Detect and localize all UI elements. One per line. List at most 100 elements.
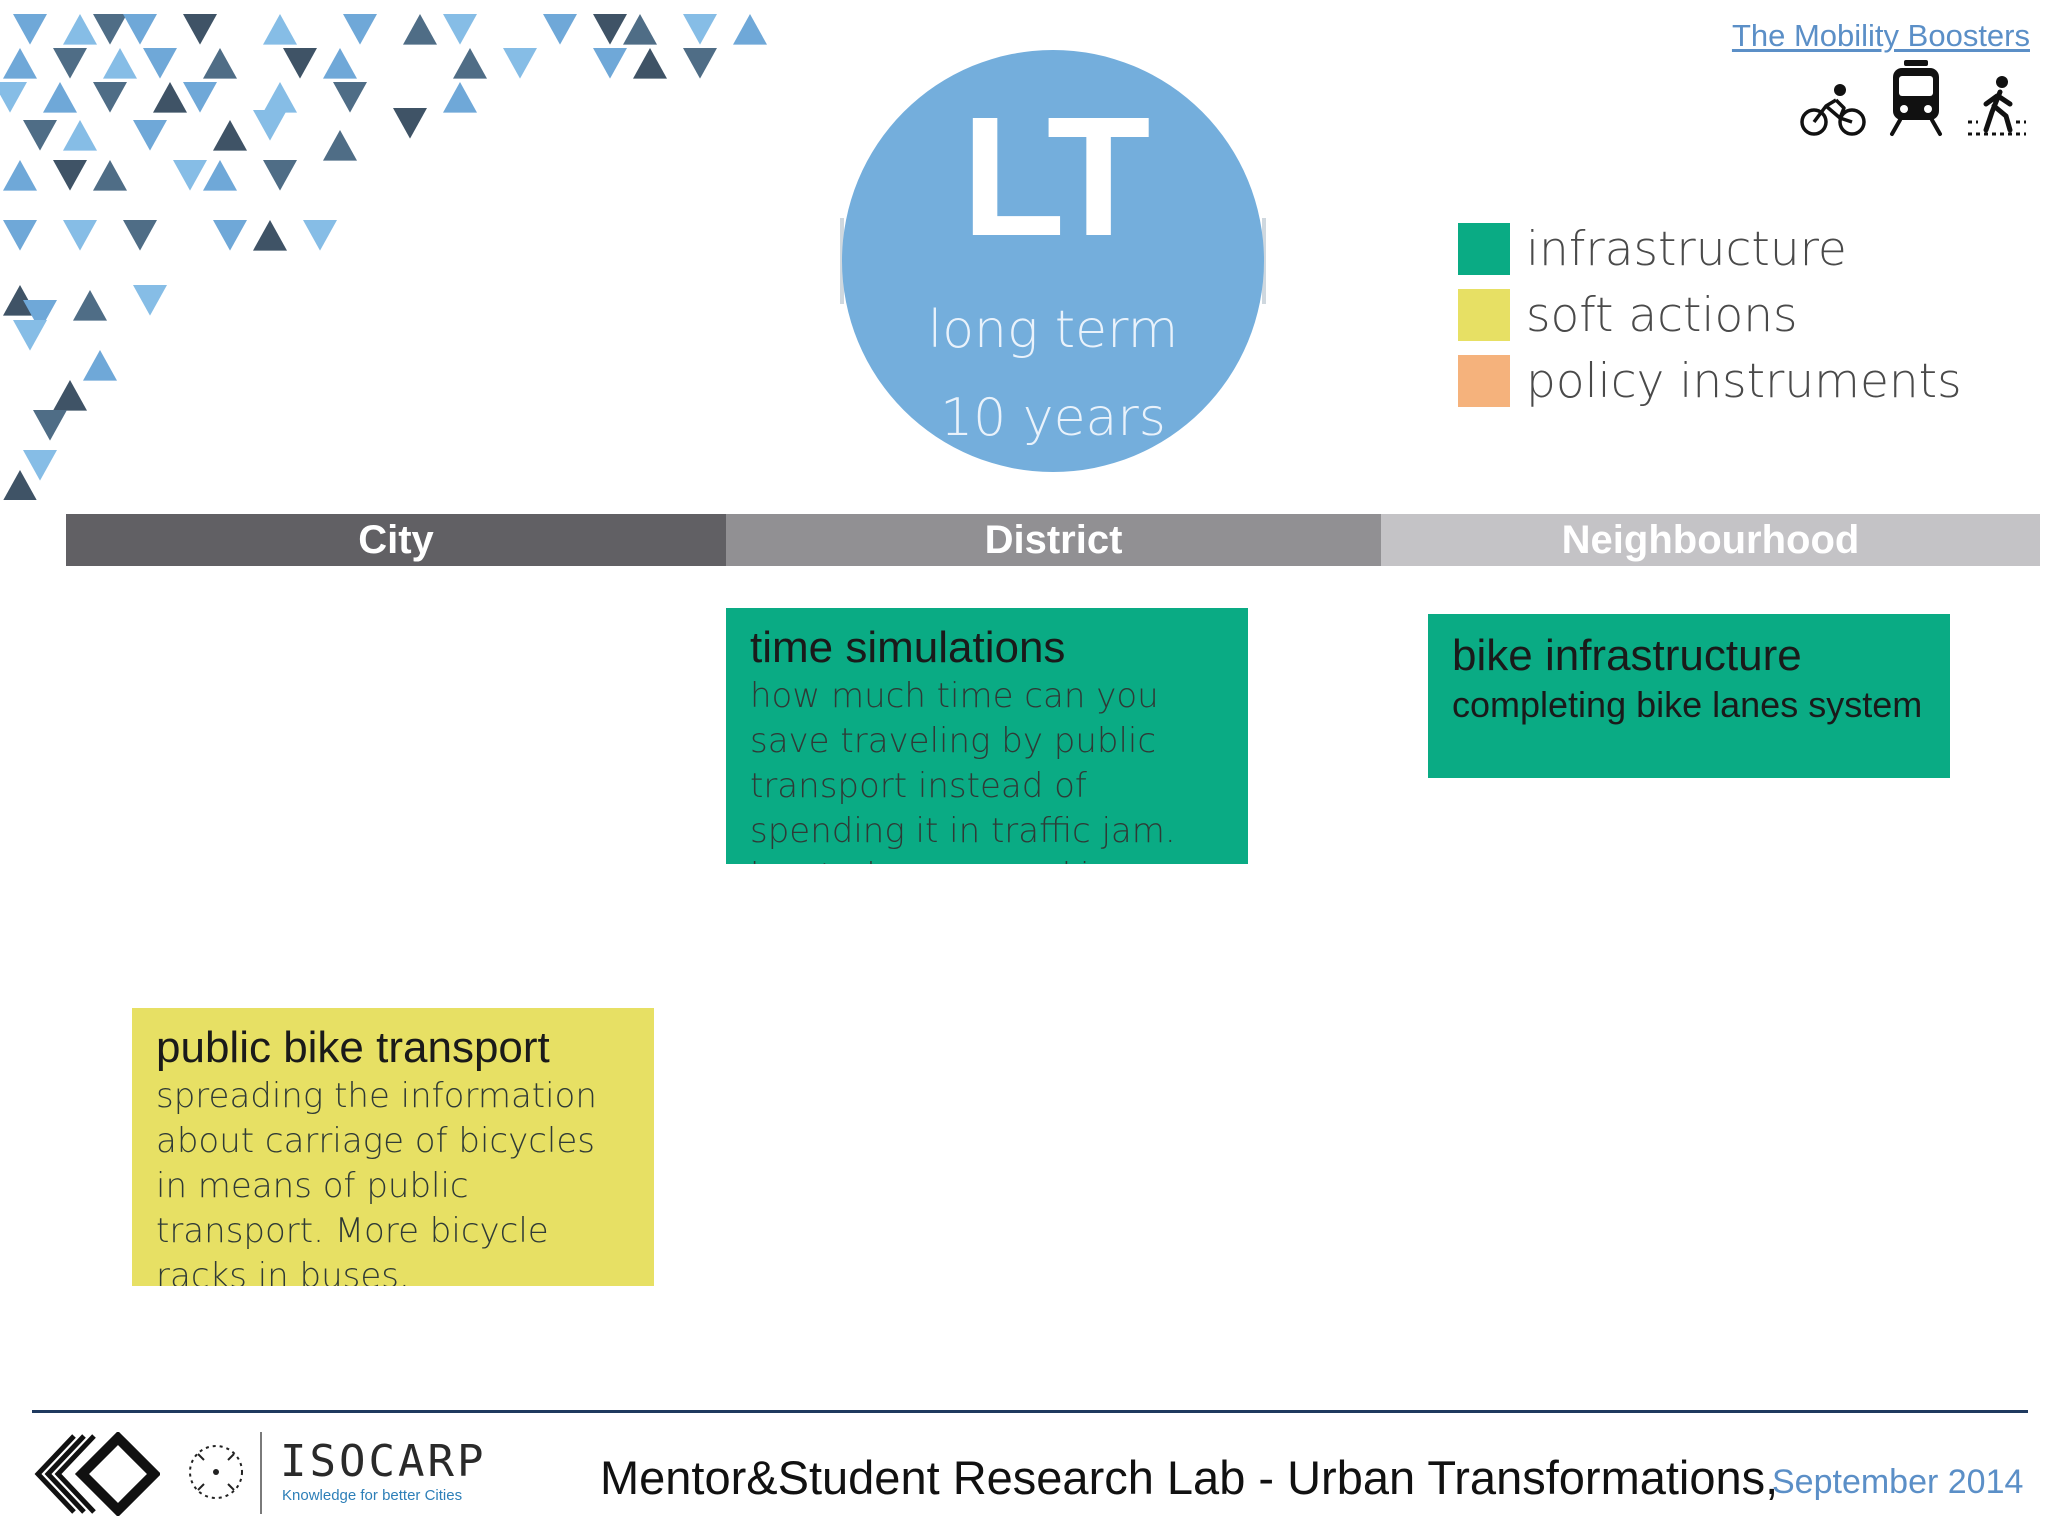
mosaic-triangle-10 <box>593 14 627 45</box>
mosaic-triangle-23 <box>593 48 627 79</box>
mosaic-triangle-34 <box>393 108 427 139</box>
mosaic-triangle-4 <box>183 14 217 45</box>
mosaic-triangle-57 <box>13 320 47 351</box>
footer-date: September 2014 <box>1772 1463 2024 1501</box>
footer-caption: Mentor&Student Research Lab - Urban Tran… <box>600 1451 1779 1504</box>
mosaic-triangle-17 <box>143 48 177 79</box>
mosaic-triangle-56 <box>133 285 167 316</box>
mosaic-triangle-47 <box>3 220 37 251</box>
scale-city: City <box>66 514 726 566</box>
legend-swatch-soft-actions <box>1458 289 1510 341</box>
card-public-bike-transport: public bike transport spreading the info… <box>132 1008 654 1286</box>
mosaic-triangle-58 <box>83 350 117 381</box>
mosaic-triangle-59 <box>53 380 87 411</box>
mosaic-triangle-8 <box>443 14 477 45</box>
mosaic-triangle-35 <box>23 120 57 151</box>
mosaic-triangle-21 <box>453 48 487 79</box>
mosaic-triangle-15 <box>53 48 87 79</box>
card-body: how much time can you save traveling by … <box>750 676 1176 864</box>
mosaic-triangle-51 <box>253 220 287 251</box>
mosaic-triangle-28 <box>93 82 127 113</box>
mosaic-triangle-3 <box>123 14 157 45</box>
mosaic-triangle-9 <box>543 14 577 45</box>
mosaic-triangle-62 <box>3 470 37 500</box>
scale-neighbourhood: Neighbourhood <box>1381 514 2040 566</box>
triangle-mosaic-decoration <box>0 14 767 500</box>
category-legend: infrastructure soft actions policy instr… <box>1458 216 1962 414</box>
card-title: bike infrastructure <box>1452 631 1802 680</box>
circle-edge-right <box>1262 218 1266 304</box>
mosaic-triangle-44 <box>173 160 207 191</box>
mosaic-triangle-40 <box>323 130 357 161</box>
mosaic-triangle-60 <box>33 410 67 441</box>
mosaic-triangle-37 <box>133 120 167 151</box>
mosaic-triangle-18 <box>203 48 237 79</box>
timeframe-code: LT <box>961 82 1150 272</box>
mosaic-triangle-31 <box>263 82 297 113</box>
card-body: spreading the information about carriage… <box>156 1076 597 1286</box>
isocarp-logo-text: ISOCARP <box>280 1436 487 1487</box>
legend-label: policy instruments <box>1526 353 1962 409</box>
mosaic-triangle-1 <box>63 14 97 45</box>
mosaic-triangle-20 <box>323 48 357 79</box>
mosaic-triangle-45 <box>203 160 237 191</box>
legend-swatch-infrastructure <box>1458 223 1510 275</box>
mosaic-triangle-12 <box>683 14 717 45</box>
mosaic-triangle-43 <box>93 160 127 191</box>
transport-mode-icons <box>1800 58 2028 138</box>
mosaic-triangle-33 <box>443 82 477 113</box>
mosaic-triangle-46 <box>263 160 297 191</box>
mosaic-triangle-0 <box>13 14 47 45</box>
mosaic-triangle-27 <box>43 82 77 113</box>
mosaic-triangle-32 <box>333 82 367 113</box>
project-link[interactable]: The Mobility Boosters <box>1731 18 2030 53</box>
timeframe-duration: 10 years <box>940 388 1166 448</box>
mosaic-triangle-6 <box>343 14 377 45</box>
scale-district: District <box>726 514 1381 566</box>
pedestrian-icon <box>1968 76 2026 136</box>
mosaic-triangle-49 <box>123 220 157 251</box>
mosaic-triangle-50 <box>213 220 247 251</box>
lab-logo-icon <box>34 1432 160 1516</box>
mosaic-triangle-5 <box>263 14 297 45</box>
mosaic-triangle-52 <box>303 220 337 251</box>
mosaic-triangle-42 <box>53 160 87 191</box>
mosaic-triangle-13 <box>733 14 767 45</box>
isocarp-tagline: Knowledge for better Cities <box>282 1487 463 1504</box>
mosaic-triangle-41 <box>3 160 37 191</box>
mosaic-triangle-11 <box>623 14 657 45</box>
footer-rule <box>32 1410 2028 1413</box>
mosaic-triangle-22 <box>503 48 537 79</box>
mosaic-triangle-16 <box>103 48 137 79</box>
mosaic-triangle-29 <box>153 82 187 113</box>
legend-item-policy-instruments: policy instruments <box>1458 348 1962 414</box>
legend-swatch-policy-instruments <box>1458 355 1510 407</box>
scale-bar: City District Neighbourhood <box>66 514 2040 566</box>
mosaic-triangle-48 <box>63 220 97 251</box>
mosaic-triangle-55 <box>73 290 107 321</box>
mosaic-triangle-39 <box>253 110 287 141</box>
mosaic-triangle-14 <box>3 48 37 79</box>
mosaic-triangle-19 <box>283 48 317 79</box>
legend-item-soft-actions: soft actions <box>1458 282 1962 348</box>
legend-label: infrastructure <box>1526 221 1847 277</box>
tram-icon <box>1890 60 1942 136</box>
card-title: time simulations <box>750 623 1066 672</box>
bicycle-icon <box>1800 84 1866 136</box>
timeframe-label: long term <box>927 300 1179 360</box>
mosaic-triangle-36 <box>63 120 97 151</box>
footer-divider <box>260 1432 262 1514</box>
legend-item-infrastructure: infrastructure <box>1458 216 1962 282</box>
mosaic-triangle-7 <box>403 14 437 45</box>
timeframe-circle: LT long term 10 years <box>842 50 1264 472</box>
card-time-simulations: time simulations how much time can you s… <box>726 608 1248 864</box>
igsp-seal-icon <box>189 1445 243 1499</box>
mosaic-triangle-24 <box>633 48 667 79</box>
mosaic-triangle-2 <box>93 14 127 45</box>
mosaic-triangle-30 <box>183 82 217 113</box>
card-bike-infrastructure: bike infrastructure completing bike lane… <box>1428 614 1950 778</box>
card-body: completing bike lanes system <box>1452 684 1923 725</box>
mosaic-triangle-38 <box>213 120 247 151</box>
legend-label: soft actions <box>1526 287 1798 343</box>
